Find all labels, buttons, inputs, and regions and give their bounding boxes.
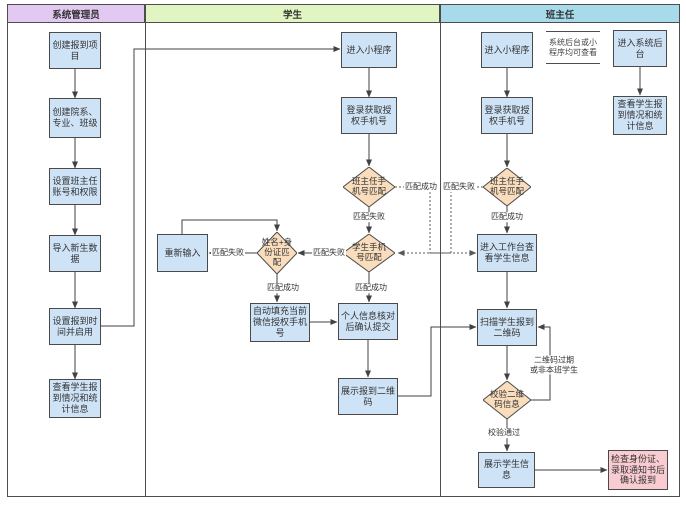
node-student-enter-miniapp: 进入小程序	[341, 32, 397, 68]
edge-label-match-fail-to-student-flow: 匹配失败	[442, 182, 476, 192]
node-create-departments: 创建院系、专业、班级	[49, 98, 101, 138]
node-student-login-phone: 登录获取授权手机号	[341, 97, 397, 134]
edge-label-verify-passed: 校验通过	[487, 428, 521, 438]
node-teacher-view-stats: 查看学生报到情况和统计信息	[613, 96, 667, 135]
node-set-teacher-accounts: 设置班主任账号和权限	[49, 168, 101, 205]
lane-header-teacher: 班主任	[440, 4, 680, 23]
node-teacher-phone-match: 班主任手机号匹配	[483, 168, 531, 206]
lane-header-student: 学生	[145, 4, 440, 23]
pool-body	[7, 23, 680, 497]
node-teacher-enter-miniapp: 进入小程序	[481, 32, 533, 68]
node-enter-workbench: 进入工作台查看学生信息	[477, 234, 537, 272]
edge-label-match-fail-teacher-phone-student: 匹配失败	[352, 212, 386, 222]
node-show-qrcode: 展示报到二维码	[338, 378, 398, 415]
node-autofill-phone: 自动填充当前微信授权手机号	[250, 303, 310, 342]
node-confirm-checkin: 检查身份证、录取通知书后确认报到	[608, 450, 668, 490]
node-scan-qrcode: 扫描学生报到二维码	[477, 309, 537, 346]
node-name-id-match: 姓名+身份证匹配	[257, 232, 297, 274]
edge-label-match-fail-name-id: 匹配失败	[211, 248, 245, 258]
node-show-student-info: 展示学生信息	[478, 452, 535, 488]
node-re-enter: 重新输入	[157, 234, 208, 272]
node-student-teacher-phone-match-label: 班主任手机号匹配	[351, 176, 386, 196]
lane-separator	[440, 23, 441, 497]
edge-label-match-success-student-phone: 匹配成功	[354, 283, 388, 293]
edge-label-match-success-to-workbench: 匹配成功	[404, 182, 438, 192]
edge-label-match-success-teacher: 匹配成功	[490, 212, 524, 222]
node-enter-backend: 进入系统后台	[613, 30, 667, 67]
lane-separator	[145, 23, 146, 497]
node-verify-qrcode: 校验二维码信息	[483, 381, 531, 419]
lane-header-admin: 系统管理员	[7, 4, 145, 23]
node-student-teacher-phone-match: 班主任手机号匹配	[343, 167, 395, 207]
node-teacher-phone-match-label: 班主任手机号匹配	[489, 176, 524, 196]
node-backend-note: 系统后台或小程序均可查看	[546, 31, 600, 64]
node-name-id-match-label: 姓名+身份证匹配	[261, 237, 293, 267]
node-student-phone-match-label: 学生手机号匹配	[351, 242, 386, 262]
node-teacher-login-phone: 登录获取授权手机号	[481, 97, 533, 134]
node-confirm-info: 个人信息核对后确认提交	[338, 303, 398, 340]
edge-label-match-success-name-id: 匹配成功	[266, 283, 300, 293]
node-import-students: 导入新生数据	[49, 235, 101, 272]
node-admin-view-stats: 查看学生报到情况和统计信息	[49, 379, 101, 418]
node-student-phone-match: 学生手机号匹配	[343, 234, 395, 272]
node-verify-qrcode-label: 校验二维码信息	[489, 389, 524, 409]
edge-label-qr-expired-note: 二维码过期 或非本班学生	[529, 355, 579, 375]
node-create-project: 创建报到项目	[49, 32, 101, 69]
node-set-checkin-time: 设置报到时间并启用	[49, 308, 101, 345]
edge-label-match-fail-student-phone: 匹配失败	[312, 248, 346, 258]
